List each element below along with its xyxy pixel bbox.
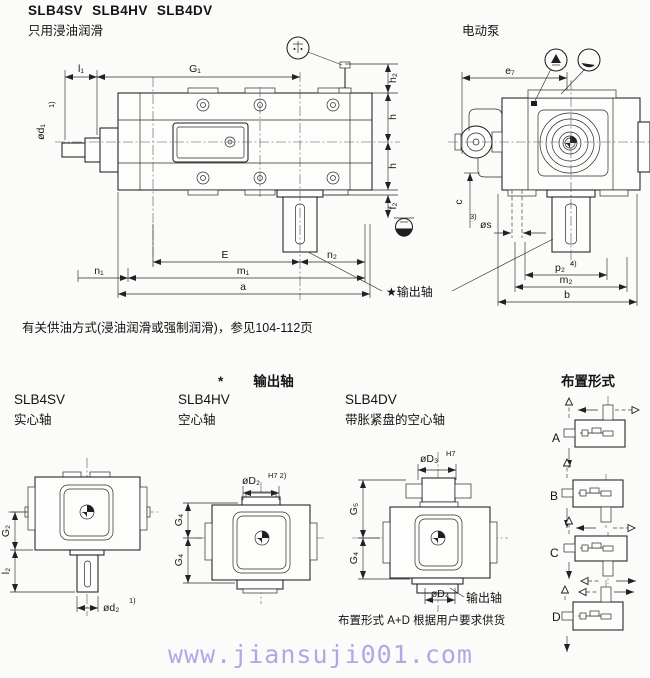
dim-h-lower: h [387, 163, 399, 169]
arrangement-b: B [550, 457, 637, 533]
vent-symbol-icon [286, 36, 343, 66]
dim-E: E [221, 249, 228, 261]
watermark: www.jiansuji001.com [168, 640, 473, 669]
arrangement-c: C [550, 515, 636, 586]
center-mark-icon [79, 504, 95, 520]
dim-n1: n₁ [94, 265, 104, 277]
variant-slb4sv: SLB4SV 实心轴 [14, 392, 65, 428]
dim-od2: ød₂ [103, 602, 119, 614]
dim-os-footnote: 3) [470, 212, 477, 221]
dim-l1: l₁ [78, 63, 84, 75]
center-mark-icon [562, 135, 578, 151]
variant-slb4dv-name: SLB4DV [345, 392, 397, 407]
output-shaft-callout-label: ★输出轴 [386, 284, 433, 299]
variant-slb4hv: SLB4HV 空心轴 [178, 392, 230, 428]
dim-oD2-tolerance: H7 2) [268, 471, 287, 480]
variant-slb4dv-desc: 带胀紧盘的空心轴 [345, 413, 446, 427]
arrangement-a: A [552, 396, 641, 468]
variant-slb4hv-desc: 空心轴 [178, 413, 216, 427]
centerlines-right [448, 80, 650, 267]
arrangement-a-label: A [552, 431, 560, 445]
variant-slb4sv-desc: 实心轴 [14, 413, 52, 427]
main-assembly-drawing: l₁ G₁ ød₁ 1) h₂ h h f₂ E [35, 36, 650, 306]
input-shaft-end-face [539, 112, 601, 174]
arrangement-d: D [552, 580, 634, 652]
dim-oD2: øD₂ [242, 475, 260, 487]
dim-oD3: øD₃ [420, 453, 438, 465]
dim-m1: m₁ [237, 265, 250, 277]
dim-G4: G₄ [348, 552, 360, 564]
supply-note: 有关供油方式(浸油润滑或强制润滑)，参见104-112页 [22, 321, 313, 335]
slb4hv-dimensions: øD₂ H7 2) G₄ G₄ [173, 471, 287, 584]
dv-output-shaft-callout: 输出轴 [466, 590, 502, 605]
inspection-cover [172, 122, 249, 163]
output-section-title: 输出轴 [253, 374, 294, 389]
dim-n2: n₂ [327, 249, 337, 261]
slb4sv-view: G₂ l₂ ød₂ 1) [0, 458, 160, 616]
slb4hv-view: øD₂ H7 2) G₄ G₄ [173, 471, 325, 604]
page-title: SLB4SV SLB4HV SLB4DV [28, 3, 213, 18]
oil-drain-symbol-icon [394, 217, 414, 237]
dim-oD3-tolerance: H7 [446, 449, 456, 458]
dim-od1-footnote: 1) [47, 101, 56, 108]
dim-e7: e₇ [505, 65, 515, 77]
vent-plug [338, 61, 352, 94]
slb4dv-dimensions: øD₃ H7 G₅ G₄ øD₄ 输出轴 [348, 449, 502, 605]
output-section-star: * [218, 374, 224, 389]
page-subtitle: 只用浸油润滑 [28, 24, 104, 38]
center-mark-icon [254, 530, 270, 546]
dimensions-end-view: e₇ c 3) øs p₂ 4) m₂ b [453, 65, 638, 306]
slb4sv-dimensions: G₂ l₂ ød₂ 1) [0, 511, 136, 614]
dimensions-side-view: l₁ G₁ ød₁ 1) h₂ h h f₂ E [35, 63, 414, 298]
dim-G5: G₅ [348, 503, 360, 515]
dim-b: b [564, 289, 570, 301]
arrangement-c-label: C [550, 546, 559, 560]
dim-l2: l₂ [0, 568, 12, 574]
output-shaft-callout: ★输出轴 [307, 238, 554, 299]
gearbox-end-view [454, 89, 650, 253]
oil-filler-symbol-icon [531, 48, 568, 106]
dim-c: c [453, 199, 465, 204]
pump-label: 电动泵 [462, 24, 500, 38]
dim-a: a [240, 281, 246, 293]
center-mark-icon [430, 530, 446, 546]
dim-h2: h₂ [387, 73, 399, 83]
arrangement-d-label: D [552, 610, 561, 624]
input-shaft [61, 127, 119, 173]
dim-h-upper: h [387, 114, 399, 120]
oil-level-symbol-icon [560, 48, 601, 95]
arrangements-header: 布置形式 [561, 374, 615, 389]
dim-p2: p₂ [555, 262, 565, 274]
variant-slb4sv-name: SLB4SV [14, 392, 66, 407]
dim-m2: m₂ [560, 274, 573, 286]
dim-oD4: øD₄ [431, 588, 449, 600]
slb4dv-view: øD₃ H7 G₅ G₄ øD₄ 输出轴 [348, 449, 508, 612]
variant-slb4hv-name: SLB4HV [178, 392, 230, 407]
dim-G4-lower: G₄ [173, 554, 185, 566]
dim-od2-footnote: 1) [129, 596, 136, 605]
output-section-header: * 输出轴 [218, 370, 294, 390]
gearbox-side-view [61, 61, 373, 253]
dim-od1: ød₁ [35, 124, 47, 140]
dim-p2-footnote: 4) [570, 259, 577, 268]
dim-G2: G₂ [0, 525, 12, 537]
dim-os: øs [480, 219, 492, 231]
shrink-disc [405, 477, 472, 508]
dim-G1: G₁ [189, 63, 201, 75]
arrangement-b-label: B [550, 489, 558, 503]
solid-output-shaft [69, 549, 105, 593]
output-shaft-variant-views: G₂ l₂ ød₂ 1) øD₂ [0, 449, 508, 616]
variant-slb4dv: SLB4DV 带胀紧盘的空心轴 [345, 392, 445, 428]
dim-G4-upper: G₄ [173, 514, 185, 526]
arrangement-diagrams: A B C [550, 396, 641, 652]
dim-f2: f₂ [387, 203, 399, 210]
arrangement-supply-note: 布置形式 A+D 根据用户要求供货 [338, 615, 506, 627]
